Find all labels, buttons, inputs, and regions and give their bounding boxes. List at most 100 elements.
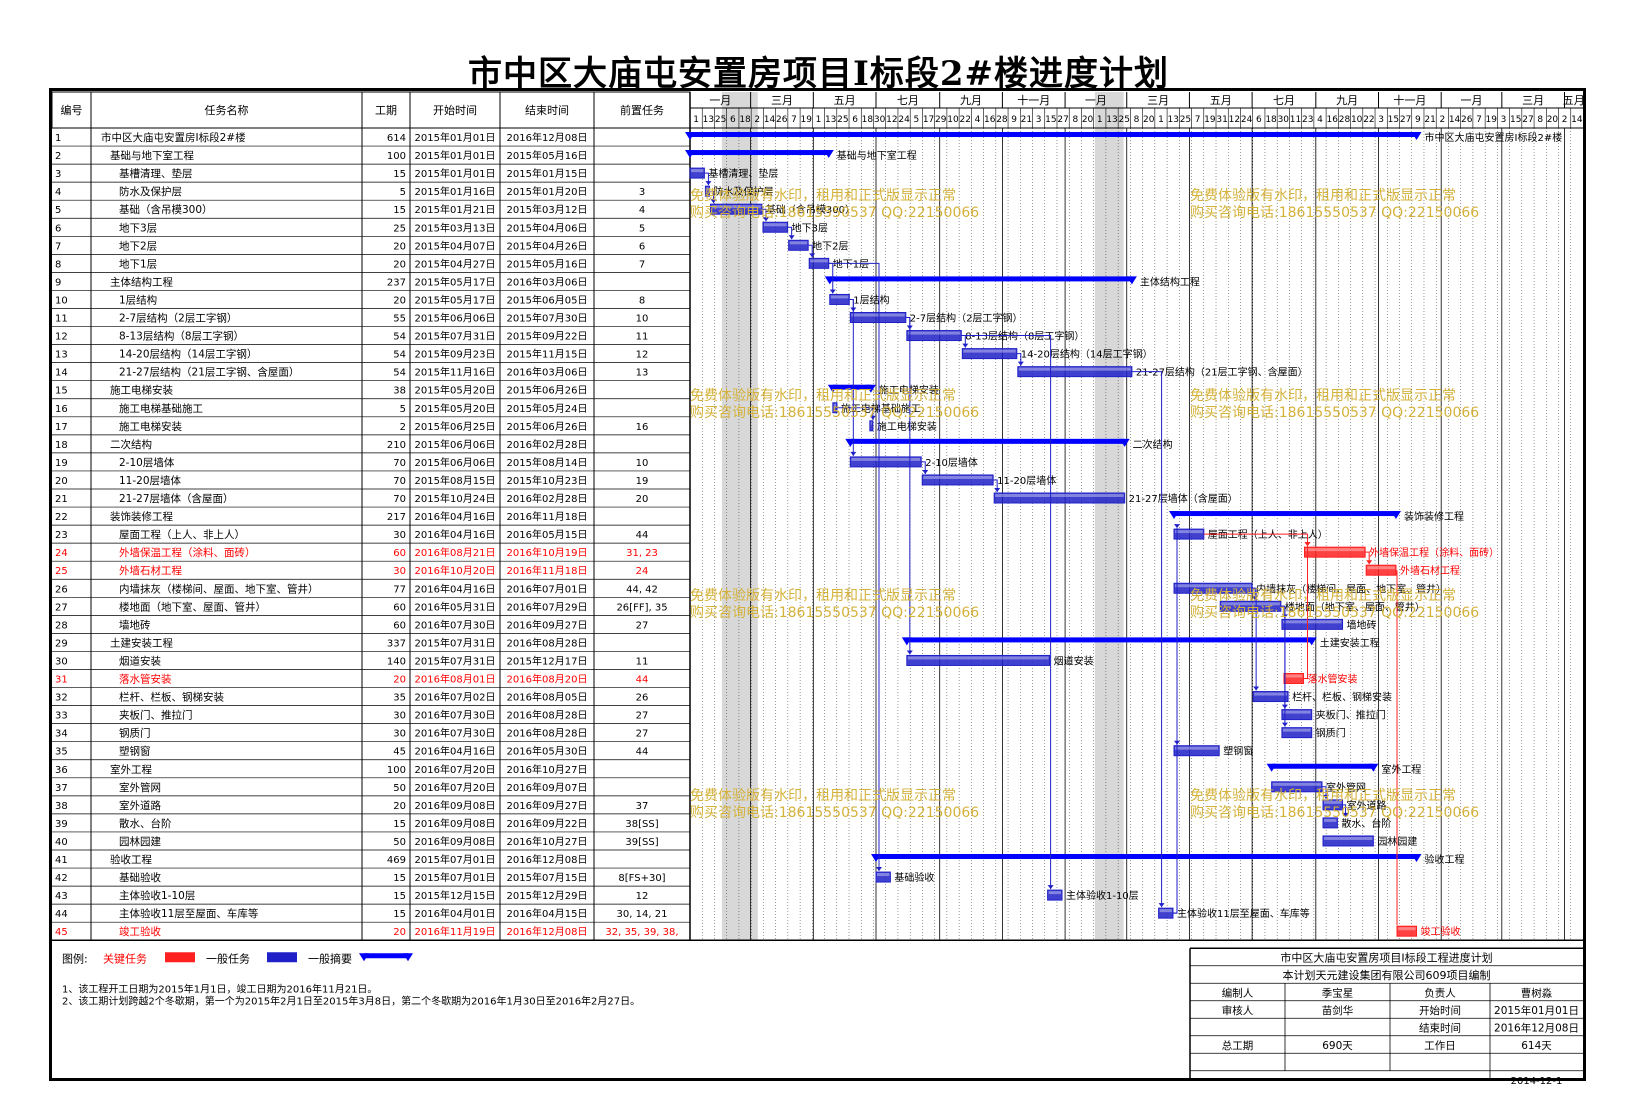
task-end: 2016年02月28日 xyxy=(507,438,588,451)
day-tick-label: 22 xyxy=(960,115,971,125)
summary-bar xyxy=(906,637,1312,643)
day-tick-label: 8 xyxy=(1537,115,1543,125)
bar-label: 外墙保温工程（涂料、面砖） xyxy=(1369,546,1499,559)
task-name: 地下2层 xyxy=(119,239,157,252)
task-predecessor: 32, 35, 39, 38, xyxy=(605,927,678,938)
task-end: 2016年09月22日 xyxy=(507,817,588,830)
legend-critical-label: 关键任务 xyxy=(103,951,147,965)
day-tick-label: 6 xyxy=(1256,115,1262,125)
task-end: 2015年06月26日 xyxy=(507,384,588,397)
task-start: 2016年08月21日 xyxy=(415,546,496,559)
task-id: 11 xyxy=(55,314,68,325)
winter-break-shading xyxy=(721,92,758,941)
task-name: 主体结构工程 xyxy=(110,275,173,288)
task-predecessor: 38[SS] xyxy=(625,819,658,830)
task-predecessor: 12 xyxy=(636,350,649,361)
bar-label: 1层结构 xyxy=(853,293,889,306)
task-end: 2016年05月30日 xyxy=(507,745,588,758)
dependency-link xyxy=(761,208,767,222)
task-id: 1 xyxy=(55,133,61,144)
task-end: 2015年12月29日 xyxy=(507,889,588,902)
dependency-link xyxy=(993,479,998,492)
legend-heading: 图例: xyxy=(62,951,88,965)
month-label: 五月 xyxy=(1563,94,1585,107)
task-predecessor: 30, 14, 21 xyxy=(617,909,668,920)
task-id: 38 xyxy=(55,801,68,812)
task-start: 2015年06月25日 xyxy=(415,420,496,433)
watermark-text: 免费体验版有水印，租用和正式版显示正常 xyxy=(690,788,956,804)
critical-task-bar xyxy=(1396,925,1418,937)
task-id: 34 xyxy=(55,729,68,740)
month-label: 一月 xyxy=(1085,94,1107,107)
task-duration: 20 xyxy=(393,241,406,252)
task-end: 2016年09月27日 xyxy=(507,618,588,631)
task-predecessor: 44, 42 xyxy=(626,584,658,595)
task-duration: 20 xyxy=(393,295,406,306)
task-id: 14 xyxy=(55,368,68,379)
bar-label: 室外管网 xyxy=(1326,781,1366,794)
normal-task-bar xyxy=(788,239,809,251)
bar-label: 烟道安装 xyxy=(1054,654,1094,667)
task-name: 1层结构 xyxy=(119,293,157,306)
task-id: 10 xyxy=(55,295,68,306)
watermark-text: 购买咨询电话:18615550537 QQ:22150066 xyxy=(690,205,979,221)
task-start: 2016年10月20日 xyxy=(415,564,496,577)
task-id: 8 xyxy=(55,259,61,270)
summary-bar xyxy=(832,384,871,390)
task-id: 44 xyxy=(55,909,68,920)
bar-label: 21-27层墙体（含屋面） xyxy=(1129,492,1238,505)
task-id: 21 xyxy=(55,494,68,505)
task-name: 地下3层 xyxy=(119,221,157,234)
task-predecessor: 26[FF], 35 xyxy=(616,602,667,613)
task-predecessor: 3 xyxy=(639,187,645,198)
day-tick-label: 28 xyxy=(1339,115,1351,125)
task-duration: 70 xyxy=(393,458,406,469)
dependency-link xyxy=(1016,353,1022,366)
task-end: 2015年08月14日 xyxy=(507,456,588,469)
bar-label: 屋面工程（上人、非上人） xyxy=(1208,529,1328,541)
bar-label: 防水及保护层 xyxy=(714,185,774,198)
task-bar-highlight xyxy=(1175,584,1252,588)
critical-task-bar xyxy=(1365,564,1397,576)
task-end: 2016年02月28日 xyxy=(507,492,588,505)
task-bar-highlight xyxy=(907,656,1049,660)
day-tick-label: 14 xyxy=(764,115,776,125)
task-bar-highlight xyxy=(851,313,905,317)
bar-label: 14-20层结构（14层工字钢） xyxy=(1021,348,1153,361)
summary-bar-start-cap xyxy=(1266,763,1277,772)
dependency-link xyxy=(921,461,926,474)
bar-label: 基础验收 xyxy=(894,871,934,884)
task-end: 2016年03月06日 xyxy=(507,275,588,288)
task-end: 2015年05月24日 xyxy=(507,402,588,415)
task-start: 2015年05月17日 xyxy=(415,275,496,288)
day-tick-label: 6 xyxy=(852,115,858,125)
task-end: 2015年03月12日 xyxy=(507,203,588,216)
day-tick-label: 11 xyxy=(1290,115,1301,125)
info-cell: 审核人 xyxy=(1222,1004,1254,1017)
page-title: 市中区大庙屯安置房项目Ⅰ标段2#楼进度计划 xyxy=(467,54,1170,94)
info-cell: 总工期 xyxy=(1222,1039,1254,1052)
info-cell: 690天 xyxy=(1322,1040,1353,1052)
day-tick-label: 27 xyxy=(1522,115,1533,125)
task-end: 2015年07月30日 xyxy=(507,312,588,325)
normal-task-bar xyxy=(1158,907,1174,919)
task-name: 基础（含吊模300） xyxy=(119,203,213,216)
task-id: 17 xyxy=(55,422,68,433)
table-header-bg xyxy=(51,91,691,129)
task-id: 23 xyxy=(55,530,68,541)
normal-task-bar xyxy=(993,492,1126,504)
task-duration: 30 xyxy=(393,711,406,722)
dependency-arrow xyxy=(869,415,876,420)
dependency-arrow xyxy=(875,867,882,872)
task-name: 主体验收1-10层 xyxy=(119,889,195,902)
task-predecessor: 16 xyxy=(636,422,649,433)
task-id: 16 xyxy=(55,404,68,415)
bar-label: 钢质门 xyxy=(1316,727,1346,740)
day-tick-label: 2 xyxy=(754,115,760,125)
month-label: 三月 xyxy=(1522,94,1544,107)
bar-label: 栏杆、栏板、钢梯安装 xyxy=(1292,691,1392,704)
watermark-text: 购买咨询电话:18615550537 QQ:22150066 xyxy=(1190,405,1479,421)
task-end: 2016年09月27日 xyxy=(507,799,588,812)
watermark-text: 购买咨询电话:18615550537 QQ:22150066 xyxy=(1190,805,1479,821)
task-start: 2015年01月01日 xyxy=(415,131,496,144)
